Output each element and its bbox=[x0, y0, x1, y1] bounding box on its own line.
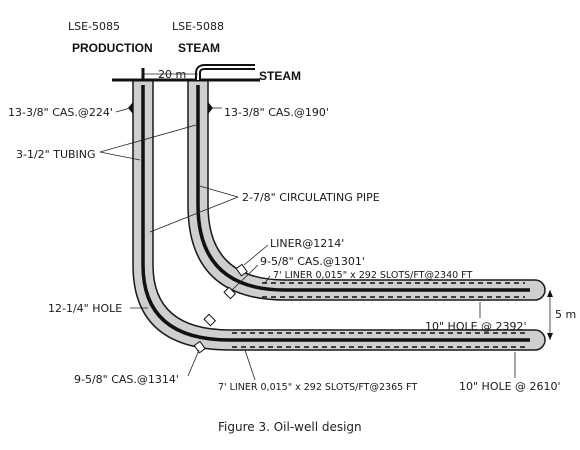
label-vertical-spacing: 5 m bbox=[555, 308, 576, 321]
leader-tubing-2 bbox=[99, 124, 197, 153]
steam-inlet-pipe bbox=[195, 64, 255, 80]
label-hole-1214: 12-1/4" HOLE bbox=[48, 302, 122, 315]
steam-well-label: STEAM bbox=[178, 41, 220, 55]
figure-caption: Figure 3. Oil-well design bbox=[218, 420, 362, 434]
production-well-label: PRODUCTION bbox=[72, 41, 153, 55]
leader-lower-liner bbox=[244, 349, 256, 381]
label-cas-190: 13-3/8" CAS.@190' bbox=[224, 106, 329, 119]
upper-liner-dashes bbox=[262, 282, 525, 298]
label-lower-liner: 7' LINER 0,015" x 292 SLOTS/FT@2365 FT bbox=[218, 382, 417, 393]
circulating-pipe-line bbox=[196, 85, 530, 292]
leader-cas-1314 bbox=[187, 349, 200, 377]
casing-shoe-1301 bbox=[223, 286, 237, 300]
leader-tubing-1 bbox=[99, 151, 141, 161]
leader-liner-1214 bbox=[243, 244, 269, 266]
casing-shoe-1314 bbox=[193, 340, 206, 354]
production-well-id: LSE-5085 bbox=[68, 20, 120, 33]
leader-circ-1 bbox=[195, 184, 239, 198]
production-tubing-line bbox=[141, 85, 530, 342]
label-cas-224: 13-3/8" CAS.@224' bbox=[8, 106, 113, 119]
lower-liner-dashes bbox=[232, 332, 525, 348]
label-hole-2610: 10" HOLE @ 2610' bbox=[459, 380, 561, 393]
steam-inlet-label: STEAM bbox=[259, 69, 301, 83]
production-well-casing bbox=[132, 79, 546, 351]
surface-casing-shoe-224 bbox=[128, 102, 133, 114]
leader-cas-224 bbox=[115, 107, 131, 113]
leader-upper-liner bbox=[264, 275, 271, 284]
label-liner-1214: LINER@1214' bbox=[270, 237, 344, 250]
casing-shoe-1214 bbox=[235, 263, 248, 277]
steam-well-casing bbox=[187, 79, 546, 301]
label-cas-1301: 9-5/8" CAS.@1301' bbox=[260, 255, 365, 268]
casing-shoe-prod-upper bbox=[203, 313, 217, 327]
leader-circ-2 bbox=[149, 196, 239, 233]
vertical-dim-arrow-bottom bbox=[547, 333, 553, 340]
vertical-dim-arrow-top bbox=[547, 290, 553, 297]
steam-inlet-pipe-inner bbox=[197, 66, 255, 80]
label-upper-liner: 7' LINER 0,015" x 292 SLOTS/FT@2340 FT bbox=[273, 270, 472, 281]
label-circulating-pipe: 2-7/8" CIRCULATING PIPE bbox=[242, 191, 380, 204]
label-tubing: 3-1/2" TUBING bbox=[16, 148, 96, 161]
steam-well-id: LSE-5088 bbox=[172, 20, 224, 33]
label-hole-2392: 10" HOLE @ 2392' bbox=[425, 320, 527, 333]
label-cas-1314: 9-5/8" CAS.@1314' bbox=[74, 373, 179, 386]
leader-cas-1301 bbox=[231, 264, 259, 291]
surface-casing-shoe-190 bbox=[208, 102, 213, 114]
well-spacing-label: 20 m bbox=[158, 68, 186, 81]
